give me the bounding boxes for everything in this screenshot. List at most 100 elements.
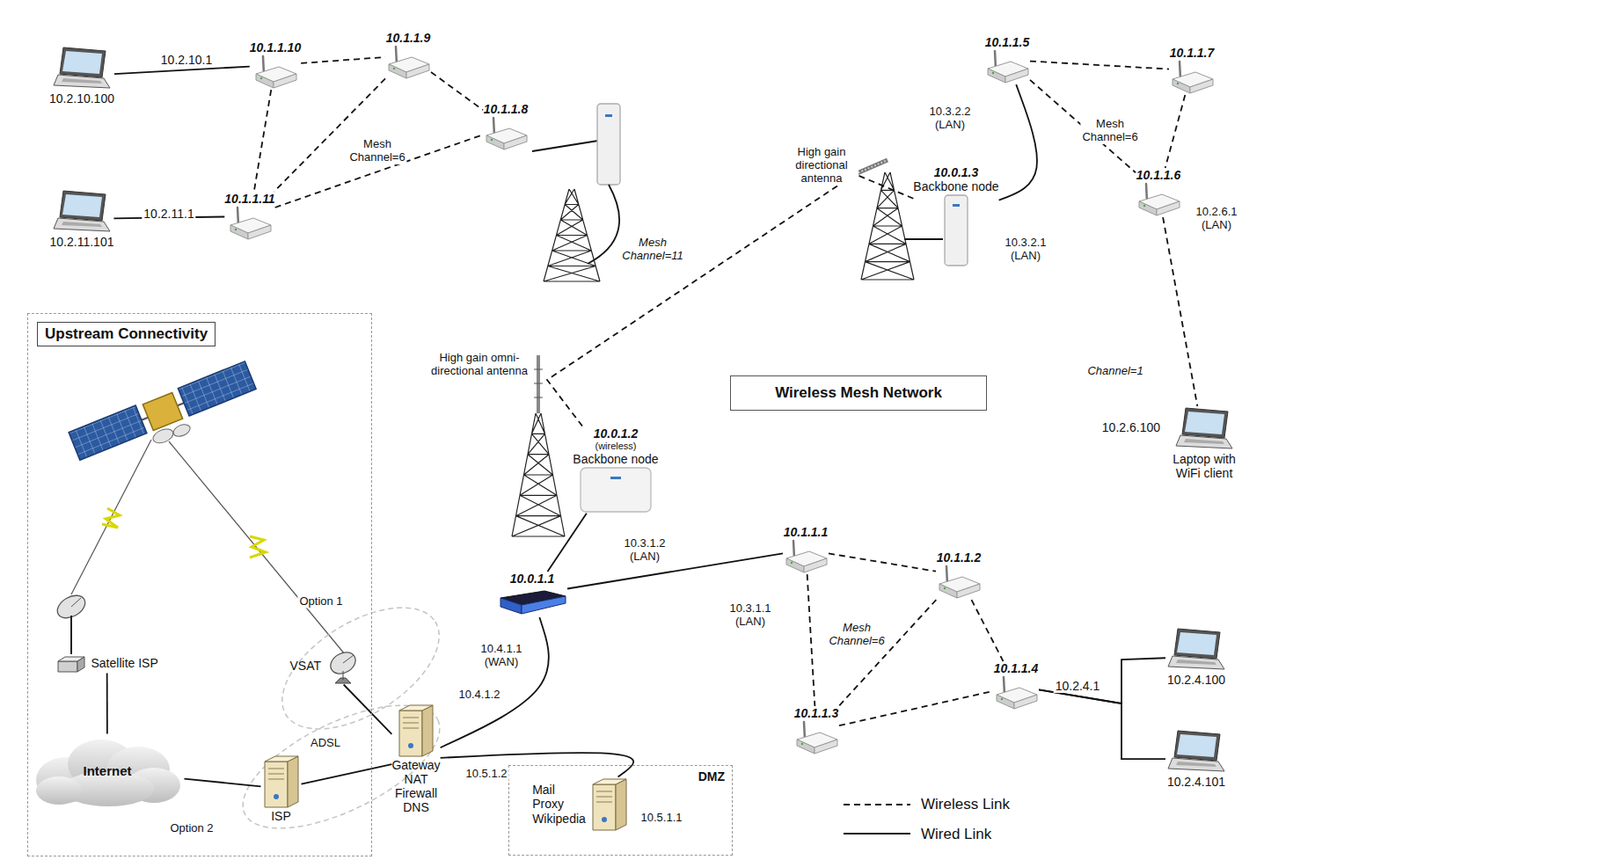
- node-label: 10.0.1.3: [934, 165, 979, 180]
- node-label: Internet: [82, 763, 132, 779]
- legend-line-sample: [841, 828, 913, 840]
- node-label: Gateway NAT Firewall DNS: [391, 758, 440, 815]
- legend-row: Wireless Link: [841, 796, 1010, 814]
- mesh-router: 10.1.1.2: [935, 550, 982, 600]
- wired-link: [567, 553, 783, 589]
- wired-link: [1038, 689, 1166, 760]
- wireless-link: [1162, 217, 1198, 407]
- annotation-label: Channel=1: [1085, 365, 1145, 379]
- router-icon: [782, 539, 829, 575]
- radio-tower: [543, 189, 600, 282]
- router-icon: [793, 720, 840, 756]
- node-label: 10.1.1.4: [993, 661, 1039, 676]
- wireless-link: [807, 574, 816, 707]
- edge-label: 10.2.11.1: [141, 206, 196, 221]
- node-label: Satellite ISP: [91, 656, 159, 671]
- mail-server: Mail Proxy Wikipedia: [532, 777, 630, 833]
- mesh-router: 10.1.1.3: [793, 706, 840, 756]
- node-label: Wireless Mesh Network: [774, 384, 943, 402]
- laptop-icon: [51, 189, 113, 235]
- router-icon: [482, 116, 529, 152]
- panel-icon: [941, 193, 972, 268]
- node-label: 10.1.1.1: [783, 525, 829, 540]
- satellite: [68, 361, 263, 475]
- legend-row: Wired Link: [841, 825, 1010, 844]
- wireless-link: [839, 691, 994, 726]
- wired-link: [114, 66, 250, 74]
- node-label: VSAT: [290, 658, 322, 673]
- node-label: 10.2.4.101: [1167, 774, 1226, 790]
- annotation-label: 10.4.1.2: [457, 688, 503, 702]
- satellite-dish: [53, 591, 89, 655]
- annotation-label: 10.3.2.1 (LAN): [1003, 236, 1049, 264]
- annotation-label: 10.3.1.2 (LAN): [622, 537, 668, 564]
- satellite-link: [71, 439, 345, 655]
- node-label: 10.2.11.101: [50, 234, 115, 249]
- isp-box: Satellite ISP: [56, 654, 159, 674]
- edge-label: 10.2.10.1: [159, 52, 214, 67]
- omni-antenna: [533, 355, 543, 414]
- annotation-label: 10.5.1.2: [464, 767, 510, 782]
- annotation-label: ADSL: [308, 737, 343, 751]
- node-label: 10.1.1.6: [1136, 168, 1182, 183]
- laptop-icon: [51, 45, 113, 92]
- wired-link: [184, 779, 262, 788]
- dish-icon: [324, 648, 362, 686]
- edge-label: 10.2.4.1: [1053, 679, 1103, 694]
- node-label: 10.2.6.100: [1102, 420, 1161, 435]
- wired-link: [343, 685, 393, 735]
- annotation-label: Mesh Channel=6: [826, 621, 886, 649]
- isp-server: ISP: [261, 754, 302, 824]
- mesh-router: 10.1.1.1: [782, 525, 829, 575]
- node-label: 10.2.10.100: [49, 91, 115, 106]
- mesh-router: 10.1.1.5: [984, 35, 1031, 85]
- node-label: Upstream Connectivity: [36, 321, 216, 347]
- wireless-link: [828, 553, 936, 571]
- laptop-icon: [1173, 406, 1235, 453]
- radio-tower: [861, 172, 914, 280]
- laptop: 10.2.4.101: [1165, 729, 1228, 790]
- backbone-node: 10.0.1.2(wireless)Backbone node: [572, 426, 658, 514]
- wired-link: [301, 764, 393, 784]
- wired-link: [999, 84, 1038, 200]
- annotation-label: Mesh Channel=11: [620, 236, 686, 264]
- mesh-router: 10.1.1.10: [249, 40, 301, 90]
- annotation-label: Option 1: [297, 595, 344, 609]
- annotation-label: 10.3.2.2 (LAN): [927, 105, 973, 132]
- node-sublabel: (wireless): [594, 440, 636, 453]
- wireless-link: [275, 134, 483, 208]
- router: 10.0.1.1: [496, 571, 568, 618]
- laptop: 10.2.10.100: [49, 45, 115, 106]
- gateway-server: Gateway NAT Firewall DNS: [391, 703, 440, 815]
- mesh-router: 10.1.1.4: [993, 661, 1039, 711]
- router-icon: [993, 675, 1039, 711]
- mesh-router: 10.1.1.11: [224, 191, 275, 242]
- router-icon: [226, 205, 273, 242]
- mesh-router: 10.1.1.9: [385, 30, 432, 81]
- node-label: ISP: [270, 809, 292, 824]
- annotation-label: 10.3.1.1 (LAN): [728, 602, 774, 629]
- dmz-region: DMZMail Proxy Wikipedia: [508, 765, 733, 856]
- router-icon: [1168, 59, 1215, 95]
- radio-tower: [511, 413, 565, 537]
- wired-link: [547, 513, 586, 572]
- server-icon: [395, 703, 437, 759]
- server-icon: [261, 754, 302, 810]
- node-sublabel: Backbone node: [572, 452, 658, 467]
- node-label: Mail Proxy Wikipedia: [532, 782, 586, 826]
- annotation-label: High gain directional antenna: [784, 146, 859, 186]
- mesh-router: 10.1.1.8: [482, 102, 529, 152]
- node-label: 10.1.1.7: [1169, 45, 1215, 60]
- linksys-icon: [496, 585, 568, 618]
- wired-link: [440, 617, 549, 748]
- node-label: 10.2.4.100: [1167, 672, 1226, 687]
- node-label: 10.1.1.9: [386, 30, 432, 45]
- mesh-router: 10.1.1.6: [1135, 168, 1182, 218]
- annotation-label: Mesh Channel=6: [347, 138, 407, 165]
- node-label: 10.0.1.1: [510, 571, 556, 586]
- node-sublabel: Laptop with WiFi client: [1165, 452, 1243, 481]
- node-label: 10.1.1.11: [224, 191, 275, 206]
- annotation-label: 10.5.1.1: [639, 811, 685, 826]
- wired-link: [106, 673, 109, 735]
